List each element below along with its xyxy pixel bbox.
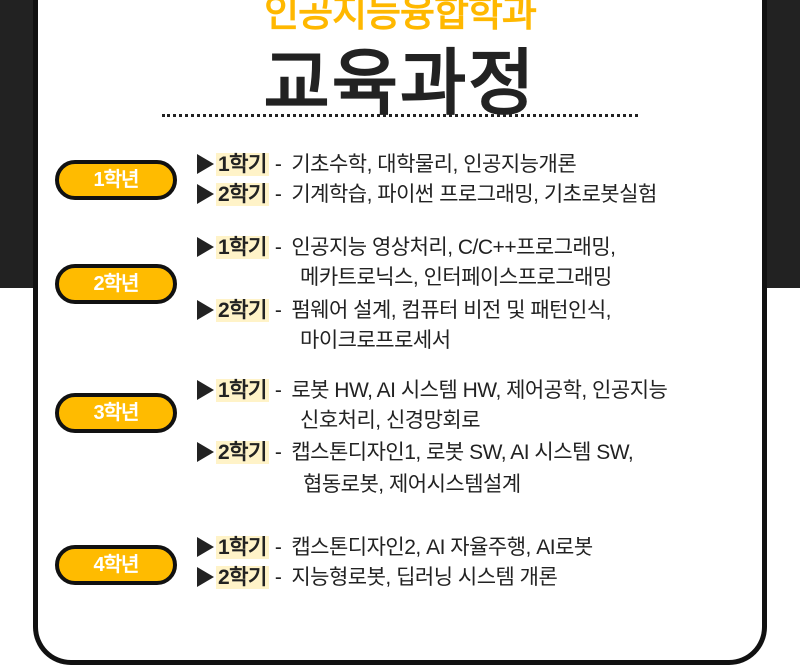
triangle-bullet-icon xyxy=(197,237,214,257)
course-list: 펌웨어 설계, 컴퓨터 비전 및 패턴인식, xyxy=(291,299,611,322)
semester-label: 1학기 xyxy=(216,236,269,259)
course-list: 캡스톤디자인1, 로봇 SW, AI 시스템 SW, xyxy=(291,441,634,464)
separator-dash: - xyxy=(274,566,282,589)
course-list: 캡스톤디자인2, AI 자율주행, AI로봇 xyxy=(291,536,593,559)
separator-dash: - xyxy=(274,536,282,559)
separator-dash: - xyxy=(274,441,282,464)
semester-label: 1학기 xyxy=(216,153,269,176)
triangle-bullet-icon xyxy=(197,442,214,462)
course-list: 지능형로봇, 딥러닝 시스템 개론 xyxy=(291,566,558,589)
semester-label: 2학기 xyxy=(216,566,269,589)
semester-row: 2학기-지능형로봇, 딥러닝 시스템 개론 xyxy=(197,563,558,593)
course-list: 로봇 HW, AI 시스템 HW, 제어공학, 인공지능 xyxy=(291,379,668,402)
semester-label: 1학기 xyxy=(216,379,269,402)
triangle-bullet-icon xyxy=(197,184,214,204)
separator-dash: - xyxy=(274,236,282,259)
triangle-bullet-icon xyxy=(197,567,214,587)
semester-label: 1학기 xyxy=(216,536,269,559)
triangle-bullet-icon xyxy=(197,537,214,557)
separator-dash: - xyxy=(274,153,282,176)
triangle-bullet-icon xyxy=(197,300,214,320)
semester-row: 2학기-펌웨어 설계, 컴퓨터 비전 및 패턴인식, xyxy=(197,296,611,326)
dotted-divider xyxy=(162,114,638,117)
course-list: 인공지능 영상처리, C/C++프로그래밍, xyxy=(291,236,616,259)
year-badge: 2학년 xyxy=(55,264,177,304)
semester-label: 2학기 xyxy=(216,183,269,206)
semester-row: 1학기-로봇 HW, AI 시스템 HW, 제어공학, 인공지능 xyxy=(197,376,668,406)
separator-dash: - xyxy=(274,183,282,206)
separator-dash: - xyxy=(274,379,282,402)
course-list-continued: 마이크로프로세서 xyxy=(300,329,451,352)
semester-label: 2학기 xyxy=(216,299,269,322)
semester-row: 2학기-기계학습, 파이썬 프로그래밍, 기초로봇실험 xyxy=(197,180,657,210)
semester-label: 2학기 xyxy=(216,441,269,464)
semester-row: 1학기-기초수학, 대학물리, 인공지능개론 xyxy=(197,150,577,180)
department-name: 인공지능융합학과 xyxy=(264,0,537,35)
page-title: 교육과정 xyxy=(263,44,537,124)
course-list: 기초수학, 대학물리, 인공지능개론 xyxy=(291,153,577,176)
course-list-continued: 협동로봇, 제어시스템설계 xyxy=(303,473,521,496)
course-list-continued: 신호처리, 신경망회로 xyxy=(300,409,481,432)
separator-dash: - xyxy=(274,299,282,322)
course-list-continued: 메카트로닉스, 인터페이스프로그래밍 xyxy=(300,266,612,289)
semester-row: 1학기-인공지능 영상처리, C/C++프로그래밍, xyxy=(197,233,616,263)
triangle-bullet-icon xyxy=(197,154,214,174)
year-badge: 1학년 xyxy=(55,160,177,200)
course-list: 기계학습, 파이썬 프로그래밍, 기초로봇실험 xyxy=(291,183,657,206)
semester-row: 1학기-캡스톤디자인2, AI 자율주행, AI로봇 xyxy=(197,533,593,563)
triangle-bullet-icon xyxy=(197,380,214,400)
year-badge: 3학년 xyxy=(55,393,177,433)
semester-row: 2학기-캡스톤디자인1, 로봇 SW, AI 시스템 SW, xyxy=(197,438,634,468)
year-badge: 4학년 xyxy=(55,545,177,585)
